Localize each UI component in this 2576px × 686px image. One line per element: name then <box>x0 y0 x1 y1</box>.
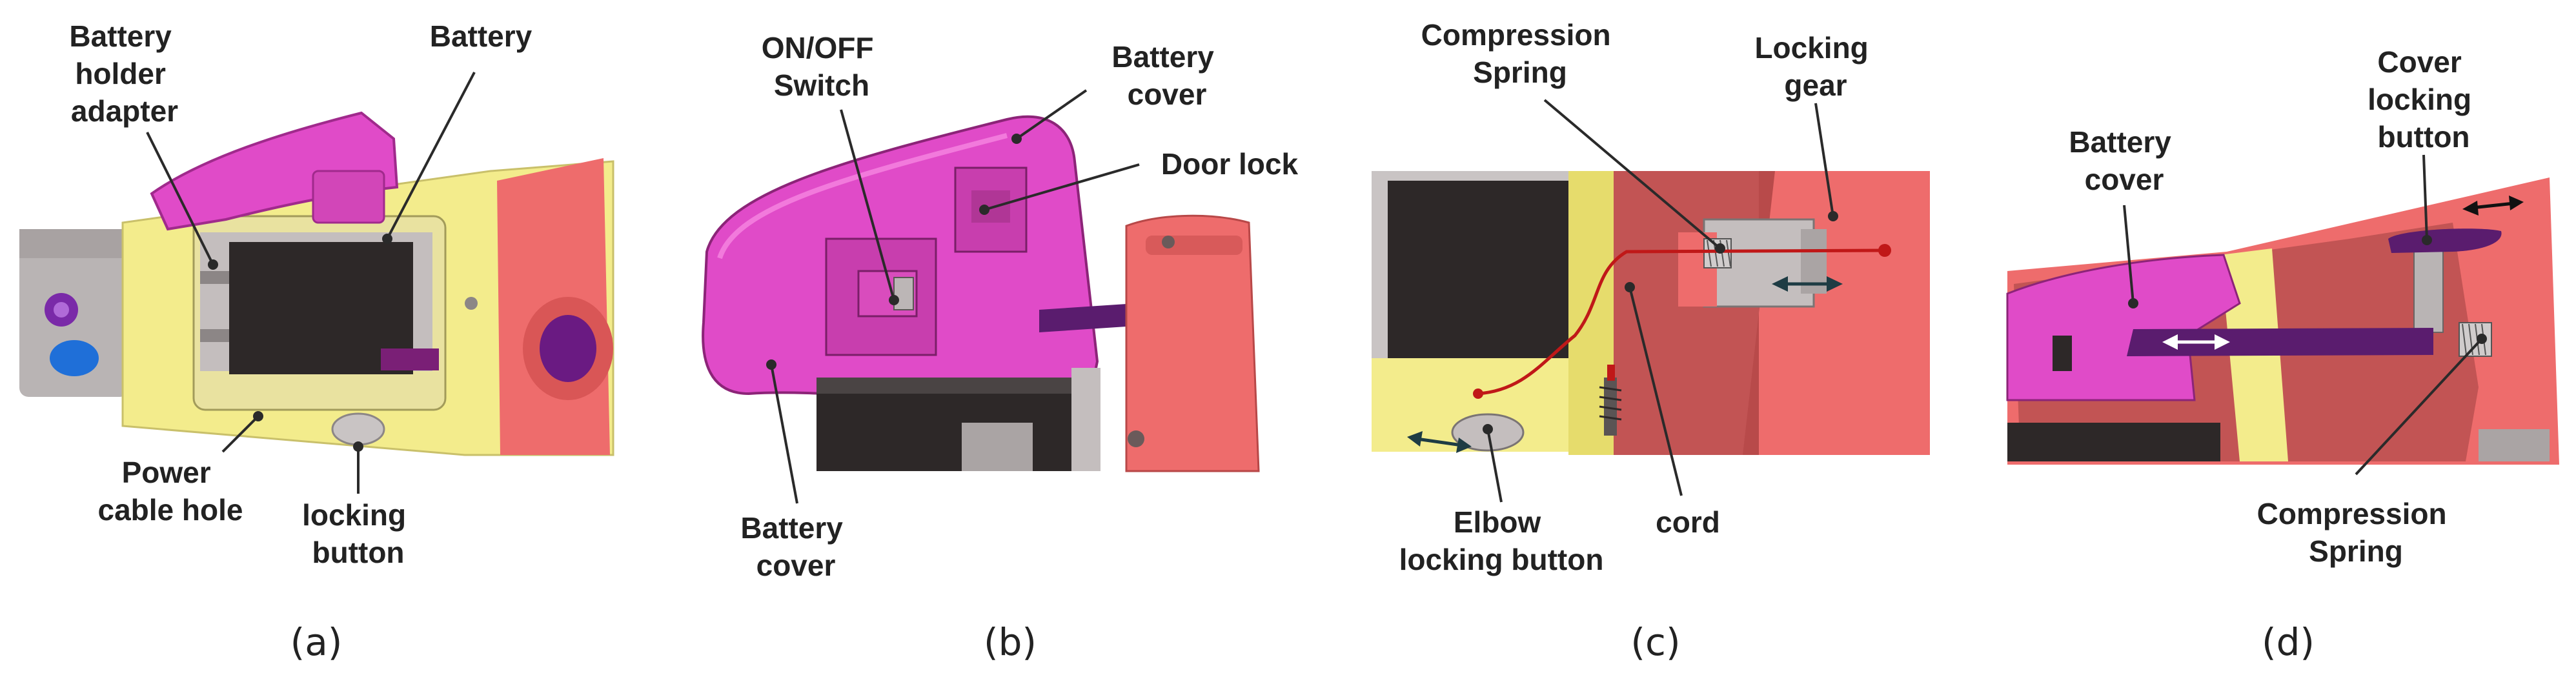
battery-holder-adapter-label: Battery holder adapter <box>69 19 179 128</box>
panel-b: ON/OFF Switch Battery cover Door lock Ba… <box>702 31 1299 664</box>
locking-gear-label: Locking gear <box>1754 31 1876 102</box>
battery-cover-label-d: Battery cover <box>2069 125 2179 196</box>
cord-label: cord <box>1656 505 1720 539</box>
device-illustration-c <box>1372 171 1930 455</box>
leader-lines-a <box>146 72 476 494</box>
panel-c: Compression Spring Locking gear Elbow lo… <box>1372 18 1930 664</box>
battery-cover-top-label: Battery cover <box>1111 40 1222 111</box>
compression-spring-label-c: Compression Spring <box>1421 18 1619 89</box>
device-illustration-b <box>702 115 1260 472</box>
compression-spring-c <box>1703 238 1732 268</box>
on-off-switch-label: ON/OFF Switch <box>762 31 882 102</box>
device-illustration-a <box>19 111 614 456</box>
caption-d: (d) <box>2262 620 2315 664</box>
leader-lines-d <box>2123 154 2487 476</box>
leader-lines-b <box>766 89 1140 504</box>
caption-c: (c) <box>1630 620 1680 664</box>
cover-locking-button-label: Cover locking button <box>2368 45 2480 154</box>
power-cable-hole-label: Power cable hole <box>98 456 243 527</box>
battery-cover-bottom-label: Battery cover <box>740 511 851 582</box>
compression-spring-label-d: Compression Spring <box>2257 497 2455 568</box>
leader-lines-c <box>1483 99 1838 503</box>
battery-label: Battery <box>430 19 532 53</box>
panel-a: Battery holder adapter Battery Power cab… <box>19 19 614 664</box>
elbow-locking-button-label: Elbow locking button <box>1399 505 1604 576</box>
locking-button-label: locking button <box>302 498 414 569</box>
caption-a: (a) <box>290 620 343 664</box>
panel-d: Battery cover Cover locking button Compr… <box>2006 45 2559 664</box>
door-lock-label: Door lock <box>1161 147 1299 181</box>
caption-b: (b) <box>984 620 1037 664</box>
device-illustration-d <box>2006 177 2559 465</box>
